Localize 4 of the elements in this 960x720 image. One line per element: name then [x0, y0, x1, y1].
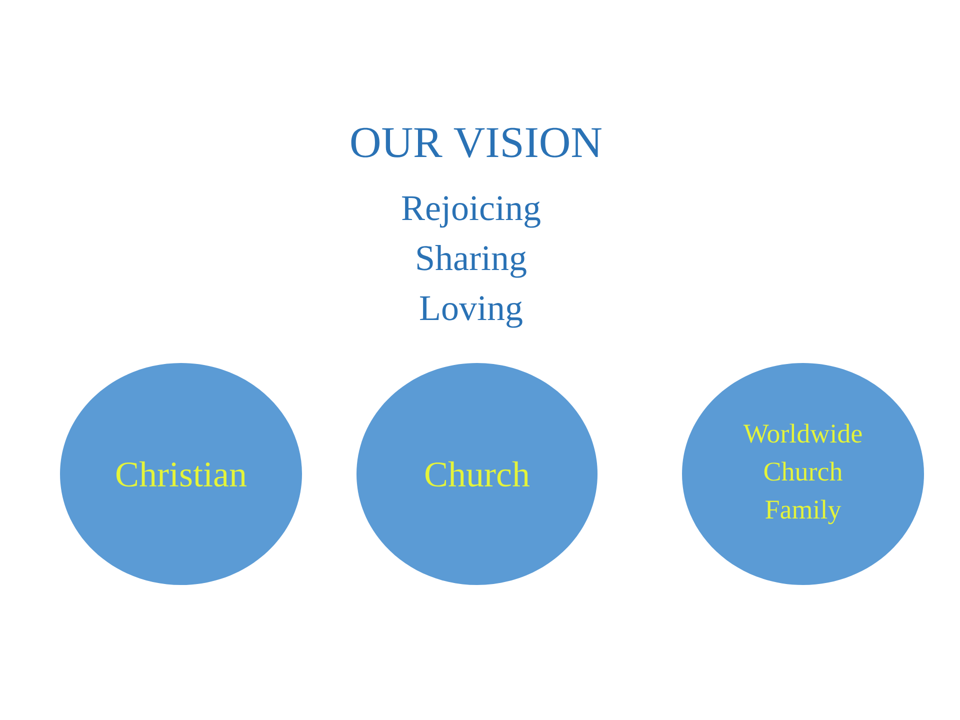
- title: OUR VISION: [351, 128, 602, 158]
- word-label: Sharing: [417, 245, 526, 278]
- word-label: Loving: [420, 296, 522, 328]
- word-label: Rejoicing: [402, 196, 540, 228]
